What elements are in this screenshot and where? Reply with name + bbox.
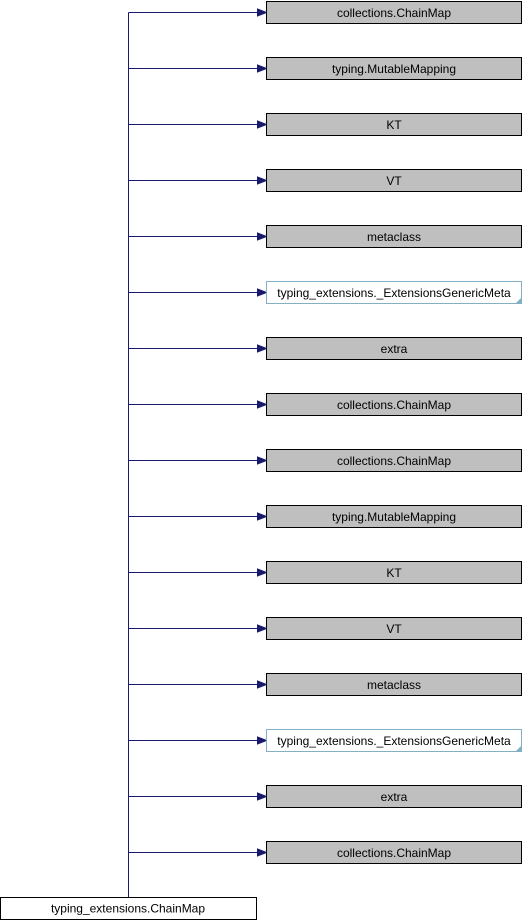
- arrow-head: [257, 848, 268, 857]
- base-class-node[interactable]: typing_extensions._ExtensionsGenericMeta: [266, 281, 522, 304]
- arrow-head: [257, 176, 268, 185]
- arrow-head: [257, 120, 268, 129]
- base-class-node: extra: [266, 785, 522, 808]
- base-class-node: collections.ChainMap: [266, 449, 522, 472]
- main-class-node[interactable]: typing_extensions.ChainMap: [0, 897, 257, 920]
- base-class-node: typing.MutableMapping: [266, 57, 522, 80]
- base-class-label: metaclass: [367, 230, 421, 244]
- base-class-node: typing.MutableMapping: [266, 505, 522, 528]
- base-class-label: typing.MutableMapping: [332, 510, 456, 524]
- arrow-head: [257, 624, 268, 633]
- arrow-head: [257, 792, 268, 801]
- arrow-head: [257, 8, 268, 17]
- base-class-node: KT: [266, 561, 522, 584]
- edges: [128, 8, 268, 897]
- arrow-head: [257, 400, 268, 409]
- base-nodes: collections.ChainMap typing.MutableMappin…: [266, 1, 522, 864]
- base-class-label: extra: [381, 342, 408, 356]
- arrow-head: [257, 344, 268, 353]
- arrow-head: [257, 288, 268, 297]
- arrow-head: [257, 64, 268, 73]
- base-class-label: typing_extensions._ExtensionsGenericMeta: [277, 734, 511, 748]
- base-class-label: KT: [386, 566, 402, 580]
- arrow-head: [257, 736, 268, 745]
- base-class-label: typing.MutableMapping: [332, 62, 456, 76]
- base-class-node: metaclass: [266, 225, 522, 248]
- arrow-head: [257, 512, 268, 521]
- arrow-head: [257, 568, 268, 577]
- base-class-node: extra: [266, 337, 522, 360]
- arrow-head: [257, 232, 268, 241]
- base-class-label: collections.ChainMap: [337, 6, 451, 20]
- base-class-node: collections.ChainMap: [266, 1, 522, 24]
- base-class-node: KT: [266, 113, 522, 136]
- base-class-label: collections.ChainMap: [337, 398, 451, 412]
- base-class-label: extra: [381, 790, 408, 804]
- more-corner-icon: [515, 297, 522, 304]
- base-class-node: collections.ChainMap: [266, 841, 522, 864]
- base-class-node: collections.ChainMap: [266, 393, 522, 416]
- base-class-node[interactable]: typing_extensions._ExtensionsGenericMeta: [266, 729, 522, 752]
- base-class-label: KT: [386, 118, 402, 132]
- base-class-label: VT: [386, 622, 402, 636]
- base-class-label: collections.ChainMap: [337, 846, 451, 860]
- base-class-node: VT: [266, 617, 522, 640]
- base-class-label: typing_extensions._ExtensionsGenericMeta: [277, 286, 511, 300]
- base-class-node: metaclass: [266, 673, 522, 696]
- base-class-label: metaclass: [367, 678, 421, 692]
- arrow-head: [257, 680, 268, 689]
- base-class-node: VT: [266, 169, 522, 192]
- arrow-head: [257, 456, 268, 465]
- more-corner-icon: [515, 745, 522, 752]
- main-class-label: typing_extensions.ChainMap: [51, 902, 205, 916]
- base-class-label: VT: [386, 174, 402, 188]
- base-class-label: collections.ChainMap: [337, 454, 451, 468]
